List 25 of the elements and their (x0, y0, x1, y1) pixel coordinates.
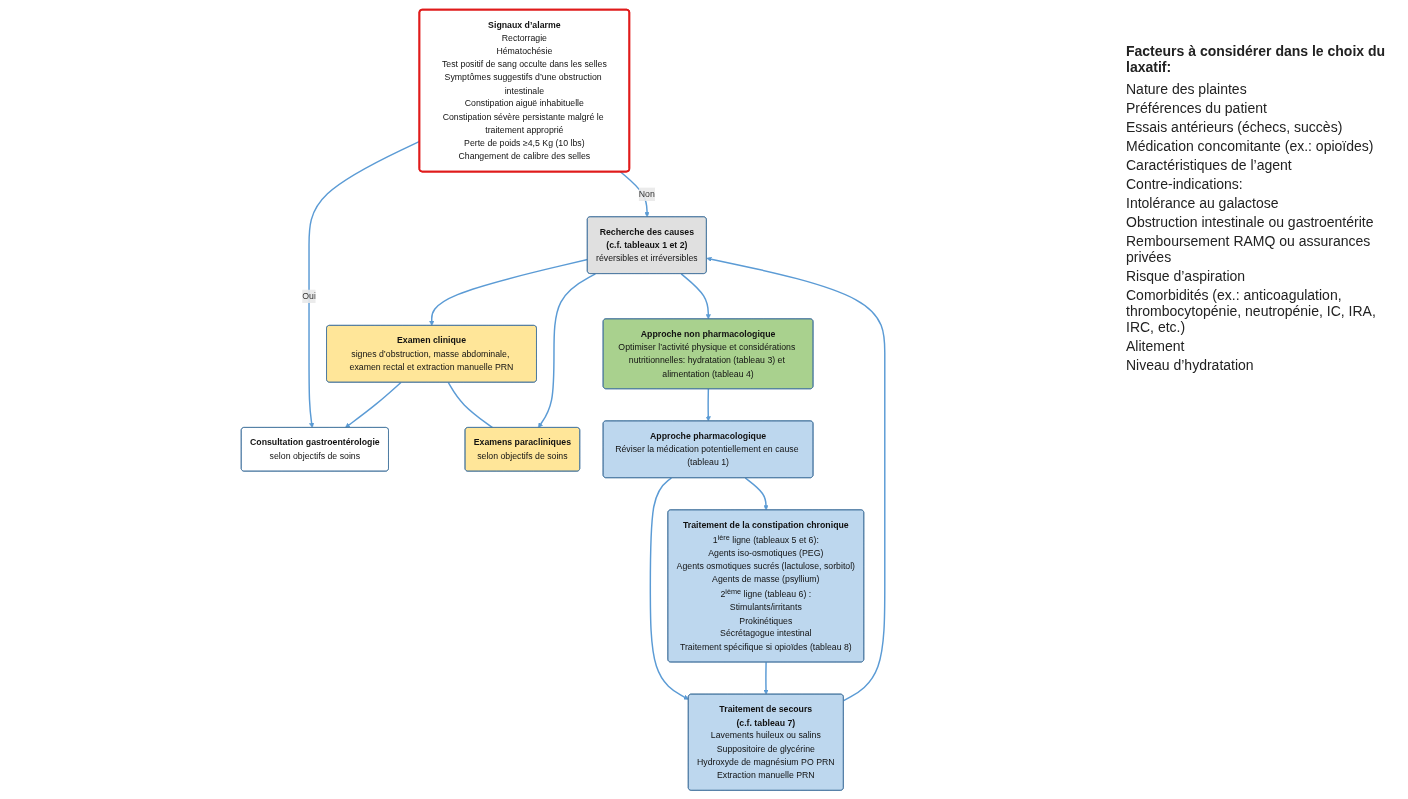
edge-label: Non (638, 188, 655, 199)
list-heading: Facteurs à considérer dans le choix du laxatif: (1126, 43, 1387, 75)
list-item: Intolérance au galactose (1126, 195, 1280, 211)
list-item: Remboursement RAMQ ou assurances privées (1126, 233, 1372, 265)
list-item: Contre-indications: (1126, 176, 1244, 192)
list-item: Médication concomitante (ex.: opioïdes) (1126, 138, 1375, 154)
list-item: Préférences du patient (1126, 100, 1268, 116)
arrow (763, 661, 769, 695)
arrow (345, 381, 402, 428)
arrow (680, 272, 711, 319)
list-item: Niveau d’hydratation (1126, 357, 1255, 373)
list-item: Risque d’aspiration (1126, 268, 1247, 284)
arrow (744, 476, 769, 510)
arrow (705, 387, 711, 421)
edge-label: Oui (302, 290, 316, 301)
list-item: Obstruction intestinale ou gastroentérite (1126, 214, 1375, 230)
list-item: Alitement (1126, 338, 1186, 354)
arrow (429, 258, 589, 326)
arrow (649, 476, 689, 700)
arrow (538, 272, 597, 428)
list-item: Essais antérieurs (échecs, succès) (1126, 119, 1344, 135)
arrow (706, 256, 886, 701)
list-item: Nature des plaintes (1126, 81, 1248, 97)
list-item: Comorbidités (ex.: anticoagulation, thrombocytopénie, neutropénie, IC, IRA, IRC, etc.) (1126, 287, 1377, 335)
list-item: Caractéristiques de l’agent (1126, 157, 1293, 173)
